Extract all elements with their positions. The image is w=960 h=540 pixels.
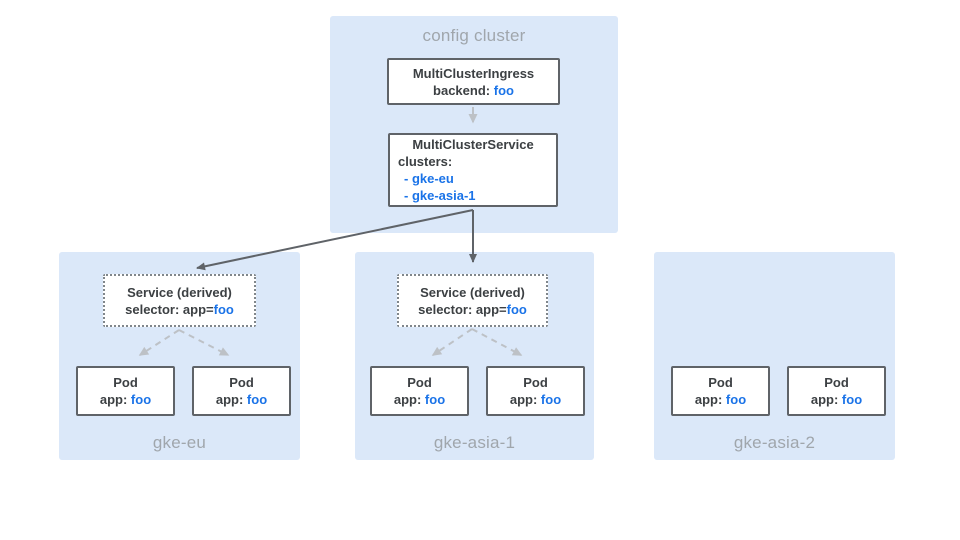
derived-service-box-gke-eu: Service (derived) selector: app=foo bbox=[103, 274, 256, 327]
pod-app: app: foo bbox=[99, 392, 152, 407]
derived-service-selector: selector: app=foo bbox=[125, 301, 234, 317]
clusters-list: - gke-eu - gke-asia-1 bbox=[398, 170, 548, 204]
multi-cluster-service-box: MultiClusterService clusters: - gke-eu -… bbox=[388, 133, 558, 207]
config-cluster-label: config cluster bbox=[422, 26, 526, 45]
pod-app-value: foo bbox=[725, 392, 747, 407]
clusters-list-item-gke-eu: - gke-eu bbox=[404, 171, 454, 186]
multi-cluster-service-title: MultiClusterService bbox=[412, 137, 534, 152]
clusters-label: clusters: bbox=[398, 154, 453, 169]
pod-box-gke-asia-2-2: Pod app: foo bbox=[787, 366, 886, 416]
pod-title: Pod bbox=[708, 375, 733, 390]
pod-box-gke-asia-1-1: Pod app: foo bbox=[370, 366, 469, 416]
pod-app-value: foo bbox=[130, 392, 152, 407]
pod-box-gke-eu-2: Pod app: foo bbox=[192, 366, 291, 416]
pod-app-value: foo bbox=[424, 392, 446, 407]
pod-app: app: foo bbox=[393, 392, 446, 407]
pod-title: Pod bbox=[824, 375, 849, 390]
cluster-label-gke-asia-1: gke-asia-1 bbox=[433, 433, 516, 452]
pod-app: app: foo bbox=[694, 392, 747, 407]
pod-title: Pod bbox=[229, 375, 254, 390]
derived-service-title: Service (derived) bbox=[127, 284, 232, 300]
multi-cluster-ingress-title: MultiClusterIngress bbox=[412, 65, 535, 81]
pod-title: Pod bbox=[407, 375, 432, 390]
multi-cluster-ingress-backend: backend: foo bbox=[433, 82, 514, 98]
pod-title: Pod bbox=[523, 375, 548, 390]
pod-app-value: foo bbox=[540, 392, 562, 407]
derived-service-box-gke-asia-1: Service (derived) selector: app=foo bbox=[397, 274, 548, 327]
cluster-label-gke-eu: gke-eu bbox=[152, 433, 207, 452]
pod-box-gke-eu-1: Pod app: foo bbox=[76, 366, 175, 416]
pod-app-value: foo bbox=[246, 392, 268, 407]
pod-box-gke-asia-2-1: Pod app: foo bbox=[671, 366, 770, 416]
derived-service-selector: selector: app=foo bbox=[418, 301, 527, 317]
pod-app: app: foo bbox=[810, 392, 863, 407]
selector-value: foo bbox=[213, 301, 234, 317]
derived-service-title: Service (derived) bbox=[420, 284, 525, 300]
pod-box-gke-asia-1-2: Pod app: foo bbox=[486, 366, 585, 416]
pod-title: Pod bbox=[113, 375, 138, 390]
multi-cluster-ingress-box: MultiClusterIngress backend: foo bbox=[387, 58, 560, 105]
pod-app: app: foo bbox=[215, 392, 268, 407]
pod-app-value: foo bbox=[841, 392, 863, 407]
pod-app: app: foo bbox=[509, 392, 562, 407]
multi-cluster-service-body: clusters: - gke-eu - gke-asia-1 bbox=[390, 153, 556, 204]
cluster-label-gke-asia-2: gke-asia-2 bbox=[733, 433, 816, 452]
backend-value: foo bbox=[493, 82, 514, 98]
selector-value: foo bbox=[506, 301, 527, 317]
cluster-panel-gke-asia-2 bbox=[654, 252, 895, 460]
clusters-list-item-gke-asia-1: - gke-asia-1 bbox=[404, 188, 476, 203]
